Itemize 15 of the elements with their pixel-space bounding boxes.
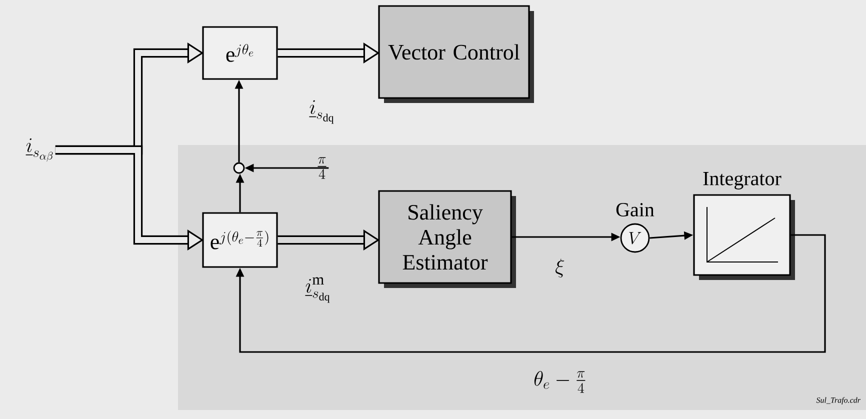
block-box: Vector Control	[378, 5, 534, 103]
transform-box: $\mathrm{e}^{j\theta_e}$	[202, 26, 278, 80]
block-heading: Integrator	[703, 172, 782, 190]
transform-box: $\mathrm{e}^{j(\theta_e-\frac{\pi}{4})}$	[202, 212, 278, 268]
edge-label: $\underline{i}_{s_{\mathrm{dq}}}$	[309, 100, 334, 124]
integrator-box	[693, 194, 795, 280]
gain-label: Gain	[616, 203, 654, 216]
edge-label: $\theta_e-\frac{\pi}{4}$	[534, 371, 586, 393]
edge-label: $\xi$	[556, 258, 564, 278]
summing-junction	[233, 162, 245, 174]
block-box: Saliency Angle Estimator	[378, 190, 516, 288]
arrow	[236, 234, 826, 353]
file-name: Sul_Trafo.cdr	[816, 397, 860, 404]
signal-label: $\underline{i}_{s_{\alpha\beta}}$	[26, 138, 53, 162]
edge-label: $\underline{i}^{\mathrm{m}}_{s_{\mathrm{dq}}}$	[305, 277, 330, 303]
